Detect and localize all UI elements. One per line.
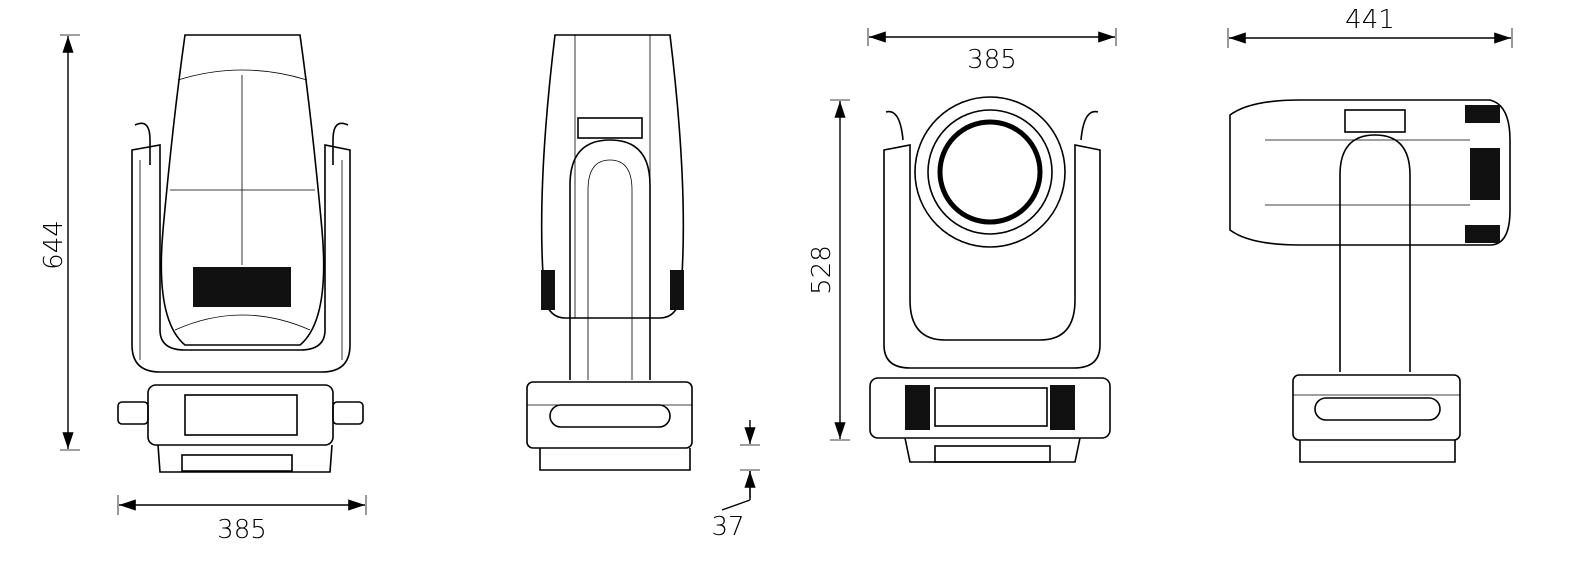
width-label: 385: [217, 515, 267, 545]
width-label: 385: [967, 45, 1017, 75]
height-label: 528: [807, 245, 837, 295]
height-label: 644: [39, 220, 69, 270]
side-view: 37: [526, 34, 760, 542]
side-tilted-view: 441: [1227, 5, 1513, 463]
base-label: 37: [711, 512, 744, 542]
front-tilted-view: 385 528: [807, 28, 1117, 463]
length-label: 441: [1345, 5, 1395, 35]
front-view: 644 385: [39, 34, 367, 545]
